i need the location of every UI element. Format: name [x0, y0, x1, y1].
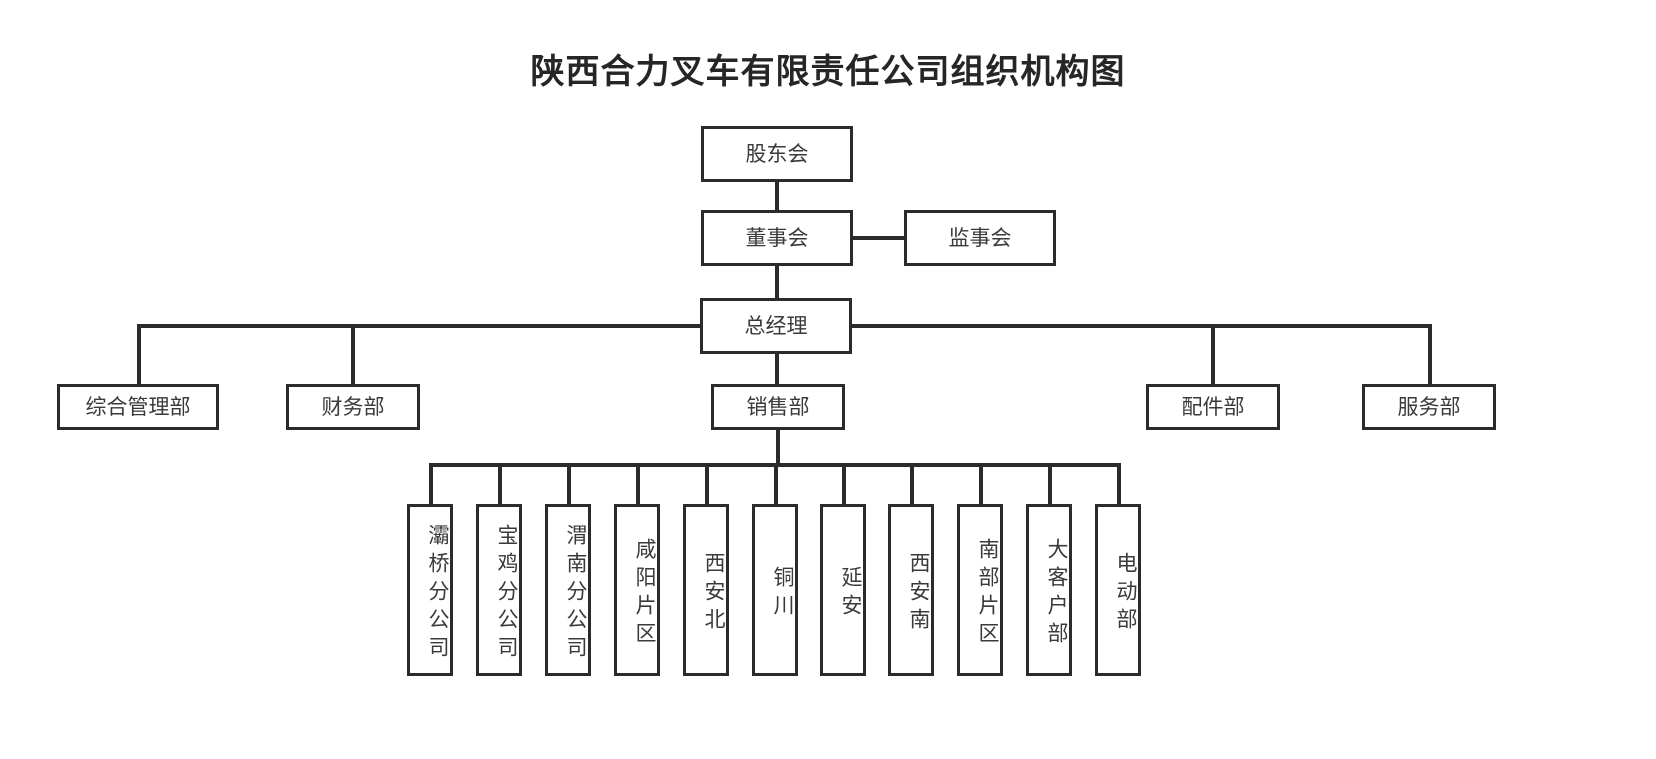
sales-unit-box-key-accounts[interactable]: 大客户部 — [1026, 504, 1072, 676]
sales-unit-box-electric[interactable]: 电动部 — [1095, 504, 1141, 676]
connector-board-to-gm — [775, 266, 779, 298]
sales-unit-label-electric: 电动部 — [1114, 552, 1138, 636]
sales-unit-label-key-accounts: 大客户部 — [1045, 538, 1069, 650]
connector-gm-to-dept-2 — [351, 324, 355, 384]
dept-box-sales[interactable]: 销售部 — [711, 384, 845, 430]
sales-unit-label-baoji: 宝鸡分公司 — [495, 524, 519, 664]
dept-label-general-management: 综合管理部 — [85, 394, 191, 419]
page-title: 陕西合力叉车有限责任公司组织机构图 — [530, 53, 1126, 91]
dept-box-service[interactable]: 服务部 — [1362, 384, 1496, 430]
connector-gm-to-dept-4 — [1211, 324, 1215, 384]
connector-gm-to-dept-1 — [137, 324, 141, 384]
connector-bus-to-unit-9 — [979, 463, 983, 506]
sales-unit-label-tongchuan: 铜川 — [771, 566, 795, 622]
dept-label-service: 服务部 — [1397, 394, 1461, 419]
sales-unit-box-weinan[interactable]: 渭南分公司 — [545, 504, 591, 676]
sales-unit-box-xian-south[interactable]: 西安南 — [888, 504, 934, 676]
node-board-label: 董事会 — [745, 225, 809, 250]
dept-label-finance: 财务部 — [321, 394, 385, 419]
connector-bus-to-unit-8 — [910, 463, 914, 506]
connector-bus-to-unit-3 — [567, 463, 571, 506]
sales-unit-label-xian-south: 西安南 — [907, 552, 931, 636]
connector-board-to-supervisors — [851, 236, 907, 240]
connector-gm-to-dept-3 — [775, 354, 779, 384]
connector-bus-to-unit-5 — [705, 463, 709, 506]
connector-bus-to-unit-2 — [498, 463, 502, 506]
connector-bus-to-unit-10 — [1048, 463, 1052, 506]
connector-bus-to-unit-1 — [429, 463, 433, 506]
sales-unit-box-xianyang[interactable]: 咸阳片区 — [614, 504, 660, 676]
sales-unit-box-yanan[interactable]: 延安 — [820, 504, 866, 676]
sales-unit-label-xianyang: 咸阳片区 — [633, 538, 657, 650]
node-general-manager[interactable]: 总经理 — [700, 298, 852, 354]
sales-unit-label-xian-north: 西安北 — [702, 552, 726, 636]
node-supervisors-label: 监事会 — [948, 225, 1012, 250]
sales-unit-box-xian-north[interactable]: 西安北 — [683, 504, 729, 676]
node-board[interactable]: 董事会 — [701, 210, 853, 266]
connector-bus-to-unit-7 — [842, 463, 846, 506]
node-shareholders-label: 股东会 — [745, 141, 809, 166]
connector-bus-to-unit-4 — [636, 463, 640, 506]
node-general-manager-label: 总经理 — [744, 313, 808, 338]
sales-unit-box-baqiao[interactable]: 灞桥分公司 — [407, 504, 453, 676]
connector-bus-to-unit-11 — [1117, 463, 1121, 506]
connector-gm-to-dept-5 — [1428, 324, 1432, 384]
sales-unit-box-baoji[interactable]: 宝鸡分公司 — [476, 504, 522, 676]
sales-unit-box-south-region[interactable]: 南部片区 — [957, 504, 1003, 676]
sales-unit-label-yanan: 延安 — [839, 566, 863, 622]
dept-box-general-management[interactable]: 综合管理部 — [57, 384, 219, 430]
node-supervisors[interactable]: 监事会 — [904, 210, 1056, 266]
connector-gm-bus-right — [851, 324, 1431, 328]
sales-unit-box-tongchuan[interactable]: 铜川 — [752, 504, 798, 676]
sales-unit-label-baqiao: 灞桥分公司 — [426, 524, 450, 664]
sales-unit-label-south-region: 南部片区 — [976, 538, 1000, 650]
dept-box-parts[interactable]: 配件部 — [1146, 384, 1280, 430]
dept-label-parts: 配件部 — [1181, 394, 1245, 419]
connector-gm-bus-left — [137, 324, 702, 328]
connector-shareholders-to-board — [775, 182, 779, 210]
connector-sales-to-bus — [776, 430, 780, 465]
sales-unit-label-weinan: 渭南分公司 — [564, 524, 588, 664]
connector-bus-to-unit-6 — [774, 463, 778, 506]
node-shareholders[interactable]: 股东会 — [701, 126, 853, 182]
dept-label-sales: 销售部 — [746, 394, 810, 419]
dept-box-finance[interactable]: 财务部 — [286, 384, 420, 430]
